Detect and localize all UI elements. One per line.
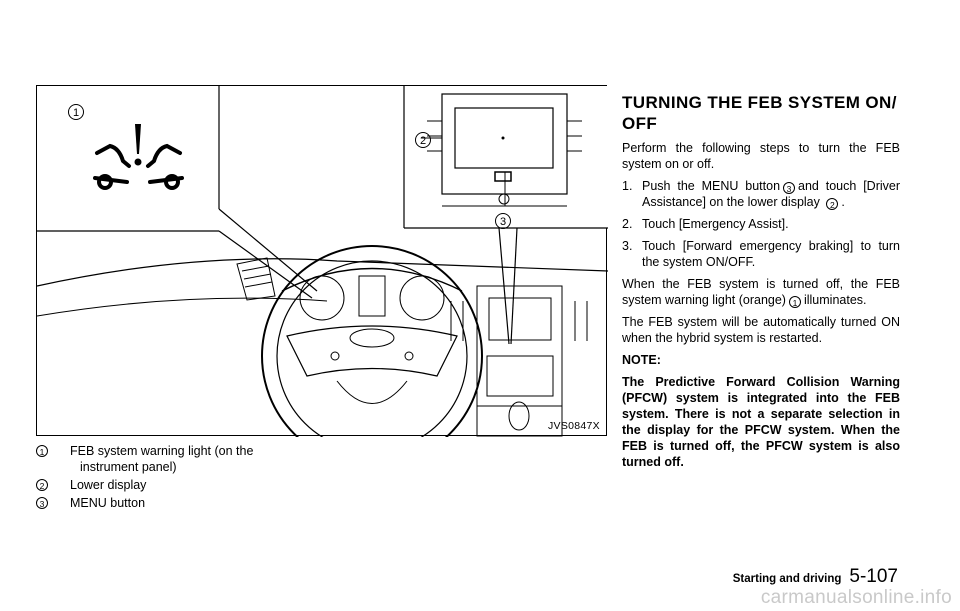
paragraph-text-continued: illuminates. [803,293,867,307]
left-vent [236,257,276,301]
callout-1: 1 [68,104,84,120]
paragraph-text: When the FEB system is turned off, the F… [622,277,900,307]
step-2: 2. Touch [Emergency Assist]. [622,216,900,232]
restart-paragraph: The FEB system will be automatically tur… [622,315,900,345]
step-number: 3. [622,239,633,253]
step-text-continued: and touch [Driver Assistance] on the low… [642,179,900,209]
step-number: 2. [622,217,633,231]
center-stack [450,285,588,437]
legend-item: 3 MENU button [36,495,326,511]
page-footer: Starting and driving 5-107 [733,566,898,588]
legend-text: MENU button [70,496,146,510]
inset-center-display [403,86,608,345]
legend-number-3: 3 [36,497,48,509]
legend-text: Lower display [70,478,147,492]
legend-item: 2 Lower display [36,477,326,493]
legend-item: 1 FEB system warning light (on the instr… [36,443,326,475]
instrument-cluster [281,267,463,321]
page-number: 5-107 [849,566,898,587]
figure-code: JVS0847X [547,420,600,432]
step-number: 1. [622,179,633,193]
step-3: 3. Touch [Forward emergency braking] to … [622,238,900,270]
legend-text-continued: instrument panel) [80,460,177,474]
watermark: carmanualsonline.info [760,587,952,608]
legend-number-1: 1 [36,445,48,457]
dashboard-drawing [37,86,608,437]
note-label: NOTE: [622,353,661,367]
legend-number-2: 2 [36,479,48,491]
warning-light-paragraph: When the FEB system is turned off, the F… [622,276,900,308]
step-text: Touch [Forward emergency braking] to tur… [642,239,900,269]
inline-number-2: 2 [826,198,839,210]
intro-paragraph: Perform the following steps to turn the … [622,141,900,171]
inset-warning-light [37,86,318,299]
instructions-column: TURNING THE FEB SYSTEM ON/ OFF Perform t… [622,92,900,470]
legend-text: FEB system warning light (on the [70,444,254,458]
note-text: The Predictive Forward Collision Warning… [622,375,900,469]
footer-section-title: Starting and driving [732,573,842,585]
step-period: . [841,195,845,209]
callout-3: 3 [495,213,511,229]
section-heading: TURNING THE FEB SYSTEM ON/ OFF [622,93,897,133]
steering-wheel [261,245,483,437]
dashboard-illustration: 1 2 3 JVS0847X [36,85,608,437]
feb-warning-icon [93,124,184,190]
figure-legend: 1 FEB system warning light (on the instr… [36,443,326,513]
step-text: Touch [Emergency Assist]. [642,217,789,231]
step-text: Push the MENU button [642,179,781,193]
inline-number-1: 1 [788,296,801,308]
callout-2: 2 [415,132,431,148]
inline-number-3: 3 [783,182,796,194]
